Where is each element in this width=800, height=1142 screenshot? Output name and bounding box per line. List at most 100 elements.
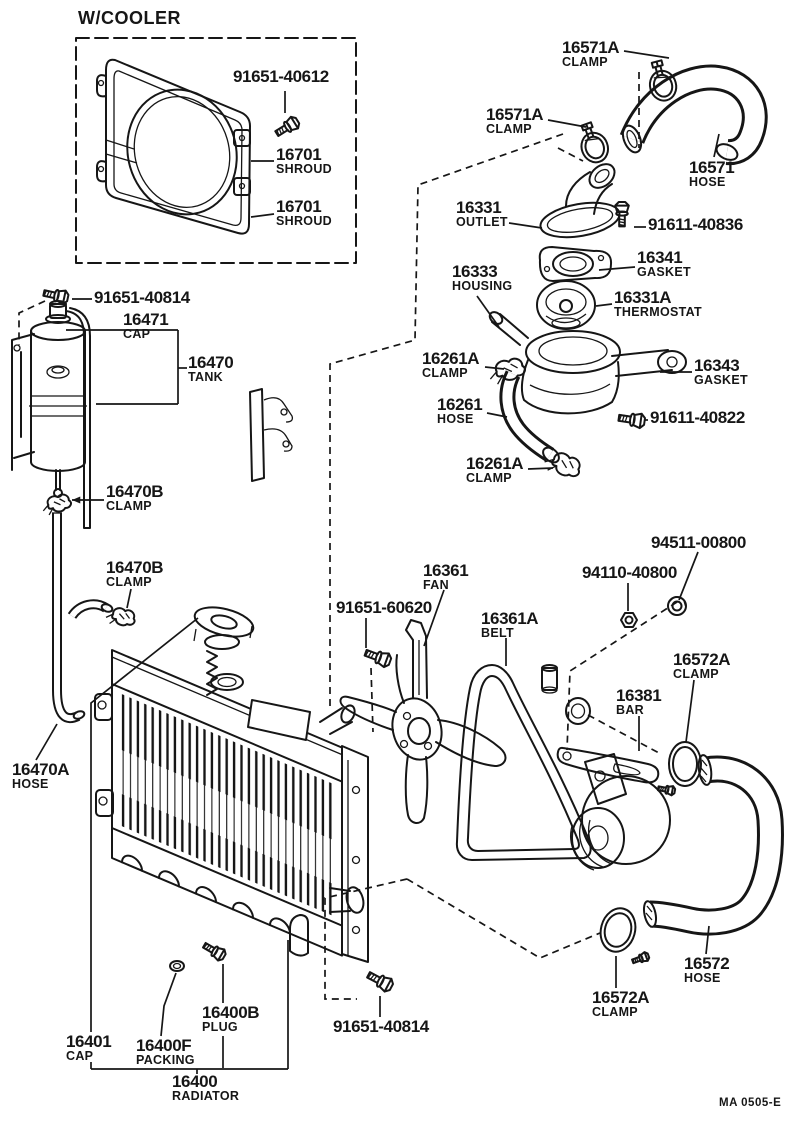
part-desc: CAP bbox=[123, 327, 151, 341]
lower-hose-clamp-b-drawing bbox=[596, 904, 651, 967]
thermostat-drawing bbox=[537, 281, 595, 329]
drain-plug-drawing bbox=[200, 938, 229, 963]
upper-hose-drawing bbox=[572, 57, 755, 168]
leader-line bbox=[528, 468, 553, 469]
construction-line bbox=[325, 879, 407, 999]
part-desc: HOSE bbox=[437, 412, 474, 426]
part-callout: 91651-40814 bbox=[333, 1018, 429, 1035]
leader-arrowhead bbox=[72, 496, 81, 504]
leader-line bbox=[686, 680, 694, 742]
leader-line bbox=[485, 367, 504, 369]
part-desc: HOSE bbox=[689, 175, 726, 189]
lower-hose-clamp-a-drawing bbox=[656, 742, 701, 797]
leader-line bbox=[509, 223, 542, 228]
part-desc: SHROUD bbox=[276, 162, 332, 176]
part-desc: THERMOSTAT bbox=[614, 305, 702, 319]
part-number: 16343 bbox=[694, 356, 740, 375]
bypass-hose-drawing bbox=[486, 355, 586, 484]
leader-line bbox=[477, 296, 499, 327]
part-desc: HOUSING bbox=[452, 279, 513, 293]
part-desc: PLUG bbox=[202, 1020, 238, 1034]
part-number: 16261A bbox=[422, 349, 480, 368]
part-desc: CLAMP bbox=[106, 499, 152, 513]
leader-line bbox=[91, 618, 198, 1032]
part-number: 16470B bbox=[106, 558, 164, 577]
page-title: W/COOLER bbox=[78, 8, 181, 28]
part-callout: 94110-40800 bbox=[582, 563, 677, 582]
radiator-bolt-drawing bbox=[364, 967, 396, 995]
construction-line bbox=[19, 301, 45, 345]
part-desc: CLAMP bbox=[466, 471, 512, 485]
fan-bolt-drawing bbox=[362, 645, 394, 670]
part-desc: HOSE bbox=[684, 971, 721, 985]
lower-hose-drawing bbox=[596, 742, 771, 967]
part-number: 94511-00800 bbox=[651, 533, 746, 552]
part-desc: GASKET bbox=[637, 265, 691, 279]
construction-line bbox=[407, 879, 600, 958]
leader-line bbox=[487, 413, 507, 417]
part-number: 16341 bbox=[637, 248, 683, 267]
leader-line bbox=[36, 724, 57, 760]
belt-drawing bbox=[457, 665, 591, 860]
bar-drawing bbox=[558, 748, 659, 783]
part-number: 16470B bbox=[106, 482, 164, 501]
part-number: 16400B bbox=[202, 1003, 260, 1022]
part-number: 94110-40800 bbox=[582, 563, 677, 582]
part-callout: 91651-40814 bbox=[94, 289, 190, 306]
part-desc: CLAMP bbox=[673, 667, 719, 681]
leader-line bbox=[596, 304, 612, 306]
construction-line bbox=[330, 134, 563, 708]
leader-line bbox=[679, 552, 698, 600]
tank-bolt-drawing bbox=[41, 285, 70, 306]
leader-line bbox=[624, 51, 669, 58]
part-callout: 94511-00800 bbox=[651, 533, 746, 552]
part-desc: CLAMP bbox=[592, 1005, 638, 1019]
construction-line bbox=[567, 602, 677, 750]
gasket-16341-drawing bbox=[540, 247, 611, 281]
fan-shroud-drawing bbox=[97, 60, 251, 234]
part-number: 16572A bbox=[592, 988, 650, 1007]
leader-line bbox=[251, 214, 274, 217]
part-desc: GASKET bbox=[694, 373, 748, 387]
nut-94511-drawing bbox=[667, 596, 687, 616]
hose-clamp-drawing bbox=[103, 604, 139, 631]
leader-line bbox=[127, 589, 131, 608]
part-number: 16701 bbox=[276, 145, 322, 164]
nut-94110-drawing bbox=[620, 612, 638, 628]
housing-bolt-drawing bbox=[616, 409, 647, 430]
part-callout: 91651-40612 bbox=[233, 68, 329, 85]
overflow-hose-drawing bbox=[52, 513, 85, 720]
tank-to-radiator-hose-drawing bbox=[72, 603, 113, 616]
construction-line bbox=[588, 715, 659, 753]
part-number: 16331 bbox=[456, 198, 502, 217]
part-desc: BAR bbox=[616, 703, 644, 717]
part-number: 16361A bbox=[481, 609, 539, 628]
part-number: 16471 bbox=[123, 310, 169, 329]
part-number: 91611-40822 bbox=[650, 408, 745, 427]
leader-line bbox=[599, 267, 635, 270]
leader-line bbox=[714, 134, 719, 157]
part-desc: OUTLET bbox=[456, 215, 508, 229]
part-number: 16470 bbox=[188, 353, 234, 372]
part-number: 16331A bbox=[614, 288, 672, 307]
part-number: 16571A bbox=[562, 38, 620, 57]
